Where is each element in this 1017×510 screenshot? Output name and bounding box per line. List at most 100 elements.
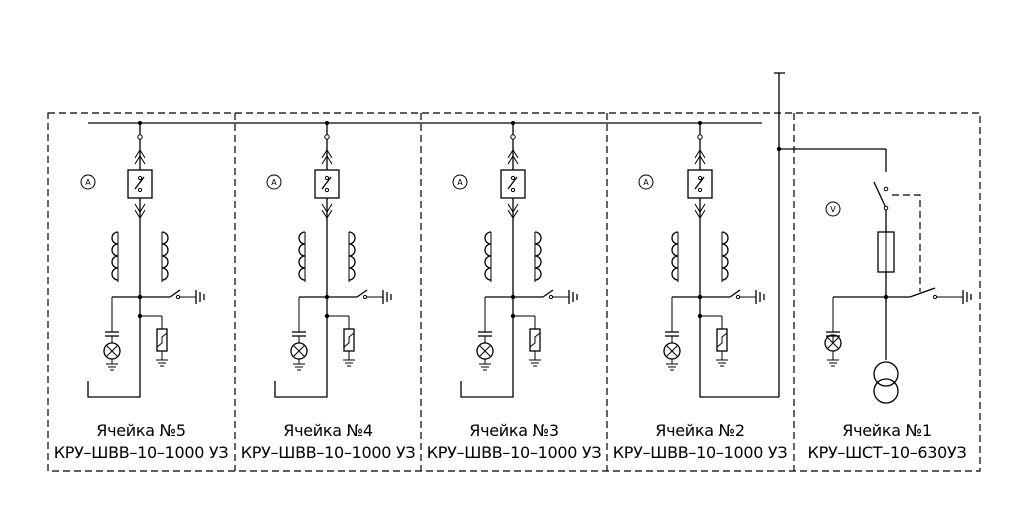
cell-type-code: КРУ–ШВВ–10–1000 УЗ xyxy=(240,443,416,462)
earthing-switch-blade xyxy=(169,289,181,298)
ct-winding xyxy=(348,231,356,281)
lamp-cross xyxy=(106,345,118,357)
meter-label: A xyxy=(457,178,463,187)
outgoing-cable xyxy=(274,316,328,398)
cell-type-code: КРУ–ШВВ–10–1000 УЗ xyxy=(426,443,602,462)
cell-type-code: КРУ–ШСТ–10–630УЗ xyxy=(807,443,967,462)
earthing-switch-blade xyxy=(729,289,741,298)
cell-title: Ячейка №5 xyxy=(96,421,186,440)
breaker-blade xyxy=(694,176,705,190)
earth-contact xyxy=(362,294,368,300)
disconnector-blade xyxy=(873,181,887,209)
breaker-contact xyxy=(697,187,703,193)
circuit-breaker-icon xyxy=(314,169,340,199)
disconnect-contact xyxy=(510,134,516,140)
breaker-contact xyxy=(324,175,330,181)
withdrawable-plug-icon xyxy=(507,149,519,165)
arrester-stroke xyxy=(156,332,168,348)
circuit-breaker-icon xyxy=(687,169,713,199)
lamp-cross xyxy=(479,345,491,357)
disconnect-contact xyxy=(137,134,143,140)
ammeter-icon: A xyxy=(452,174,468,190)
voltage-transformer-icon xyxy=(873,378,899,404)
breaker-blade xyxy=(507,176,518,190)
withdrawable-plug-icon xyxy=(321,149,333,165)
ct-winding xyxy=(111,231,119,281)
cell-title: Ячейка №1 xyxy=(842,421,932,440)
feeder-cell-2: A xyxy=(638,121,779,398)
earthing-switch-blade xyxy=(542,289,554,298)
mechanical-interlock xyxy=(892,194,921,292)
ammeter-icon: A xyxy=(80,174,96,190)
disconnector-contact xyxy=(883,186,889,192)
voltmeter-icon: V xyxy=(825,201,841,217)
cell-caption-5: Ячейка №5 КРУ–ШВВ–10–1000 УЗ xyxy=(48,420,234,464)
meter-circle xyxy=(452,174,468,190)
meter-label: A xyxy=(271,178,277,187)
ammeter-icon: A xyxy=(266,174,282,190)
meter-circle xyxy=(80,174,96,190)
cell-title: Ячейка №2 xyxy=(655,421,745,440)
breaker-contact xyxy=(510,175,516,181)
ct-winding xyxy=(484,231,492,281)
meter-circle xyxy=(266,174,282,190)
breaker-contact xyxy=(697,175,703,181)
outgoing-cable xyxy=(699,316,779,398)
meter-circle xyxy=(825,201,841,217)
outgoing-cable xyxy=(87,316,141,398)
lamp-cross xyxy=(666,345,678,357)
breaker-contact xyxy=(137,175,143,181)
cell-caption-1: Ячейка №1 КРУ–ШСТ–10–630УЗ xyxy=(794,420,980,464)
meter-label: A xyxy=(643,178,649,187)
earth-contact xyxy=(548,294,554,300)
cell-caption-2: Ячейка №2 КРУ–ШВВ–10–1000 УЗ xyxy=(607,420,793,464)
breaker-blade xyxy=(134,176,145,190)
earthing-switch-blade xyxy=(356,289,368,298)
cell-type-code: КРУ–ШВВ–10–1000 УЗ xyxy=(612,443,788,462)
ammeter-icon: A xyxy=(638,174,654,190)
lamp-cross xyxy=(827,337,839,349)
cell-caption-3: Ячейка №3 КРУ–ШВВ–10–1000 УЗ xyxy=(421,420,607,464)
cell-type-code: КРУ–ШВВ–10–1000 УЗ xyxy=(53,443,229,462)
withdrawable-plug-icon xyxy=(321,203,333,219)
feeder-cell-4: A xyxy=(266,121,392,398)
cell-caption-4: Ячейка №4 КРУ–ШВВ–10–1000 УЗ xyxy=(235,420,421,464)
withdrawable-plug-icon xyxy=(134,203,146,219)
arrester-stroke xyxy=(529,332,541,348)
ct-winding xyxy=(298,231,306,281)
ct-winding xyxy=(161,231,169,281)
feeder-cell-5: A xyxy=(80,121,205,398)
breaker-contact xyxy=(510,187,516,193)
withdrawable-plug-icon xyxy=(694,203,706,219)
switchgear-frame xyxy=(47,112,981,472)
voltage-transformer-icon xyxy=(873,361,899,387)
withdrawable-plug-icon xyxy=(507,203,519,219)
withdrawable-plug-icon xyxy=(134,149,146,165)
breaker-contact xyxy=(137,187,143,193)
meter-circle xyxy=(638,174,654,190)
earth-contact xyxy=(735,294,741,300)
disconnector-contact xyxy=(883,205,889,211)
ct-winding xyxy=(721,231,729,281)
meter-label: A xyxy=(85,178,91,187)
feeder-cell-3: A xyxy=(452,121,578,398)
earthing-switch-blade xyxy=(909,287,936,298)
earth-contact xyxy=(175,294,181,300)
cell-title: Ячейка №4 xyxy=(283,421,373,440)
disconnect-contact xyxy=(697,134,703,140)
arrester-stroke xyxy=(343,332,355,348)
ct-winding xyxy=(534,231,542,281)
junction-dot xyxy=(883,294,889,300)
breaker-blade xyxy=(321,176,332,190)
lamp-cross xyxy=(293,345,305,357)
breaker-contact xyxy=(324,187,330,193)
meter-label: V xyxy=(830,205,836,214)
cell-title: Ячейка №3 xyxy=(469,421,559,440)
ct-winding xyxy=(671,231,679,281)
circuit-breaker-icon xyxy=(500,169,526,199)
arrester-stroke xyxy=(716,332,728,348)
circuit-breaker-icon xyxy=(127,169,153,199)
disconnect-contact xyxy=(324,134,330,140)
withdrawable-plug-icon xyxy=(694,149,706,165)
